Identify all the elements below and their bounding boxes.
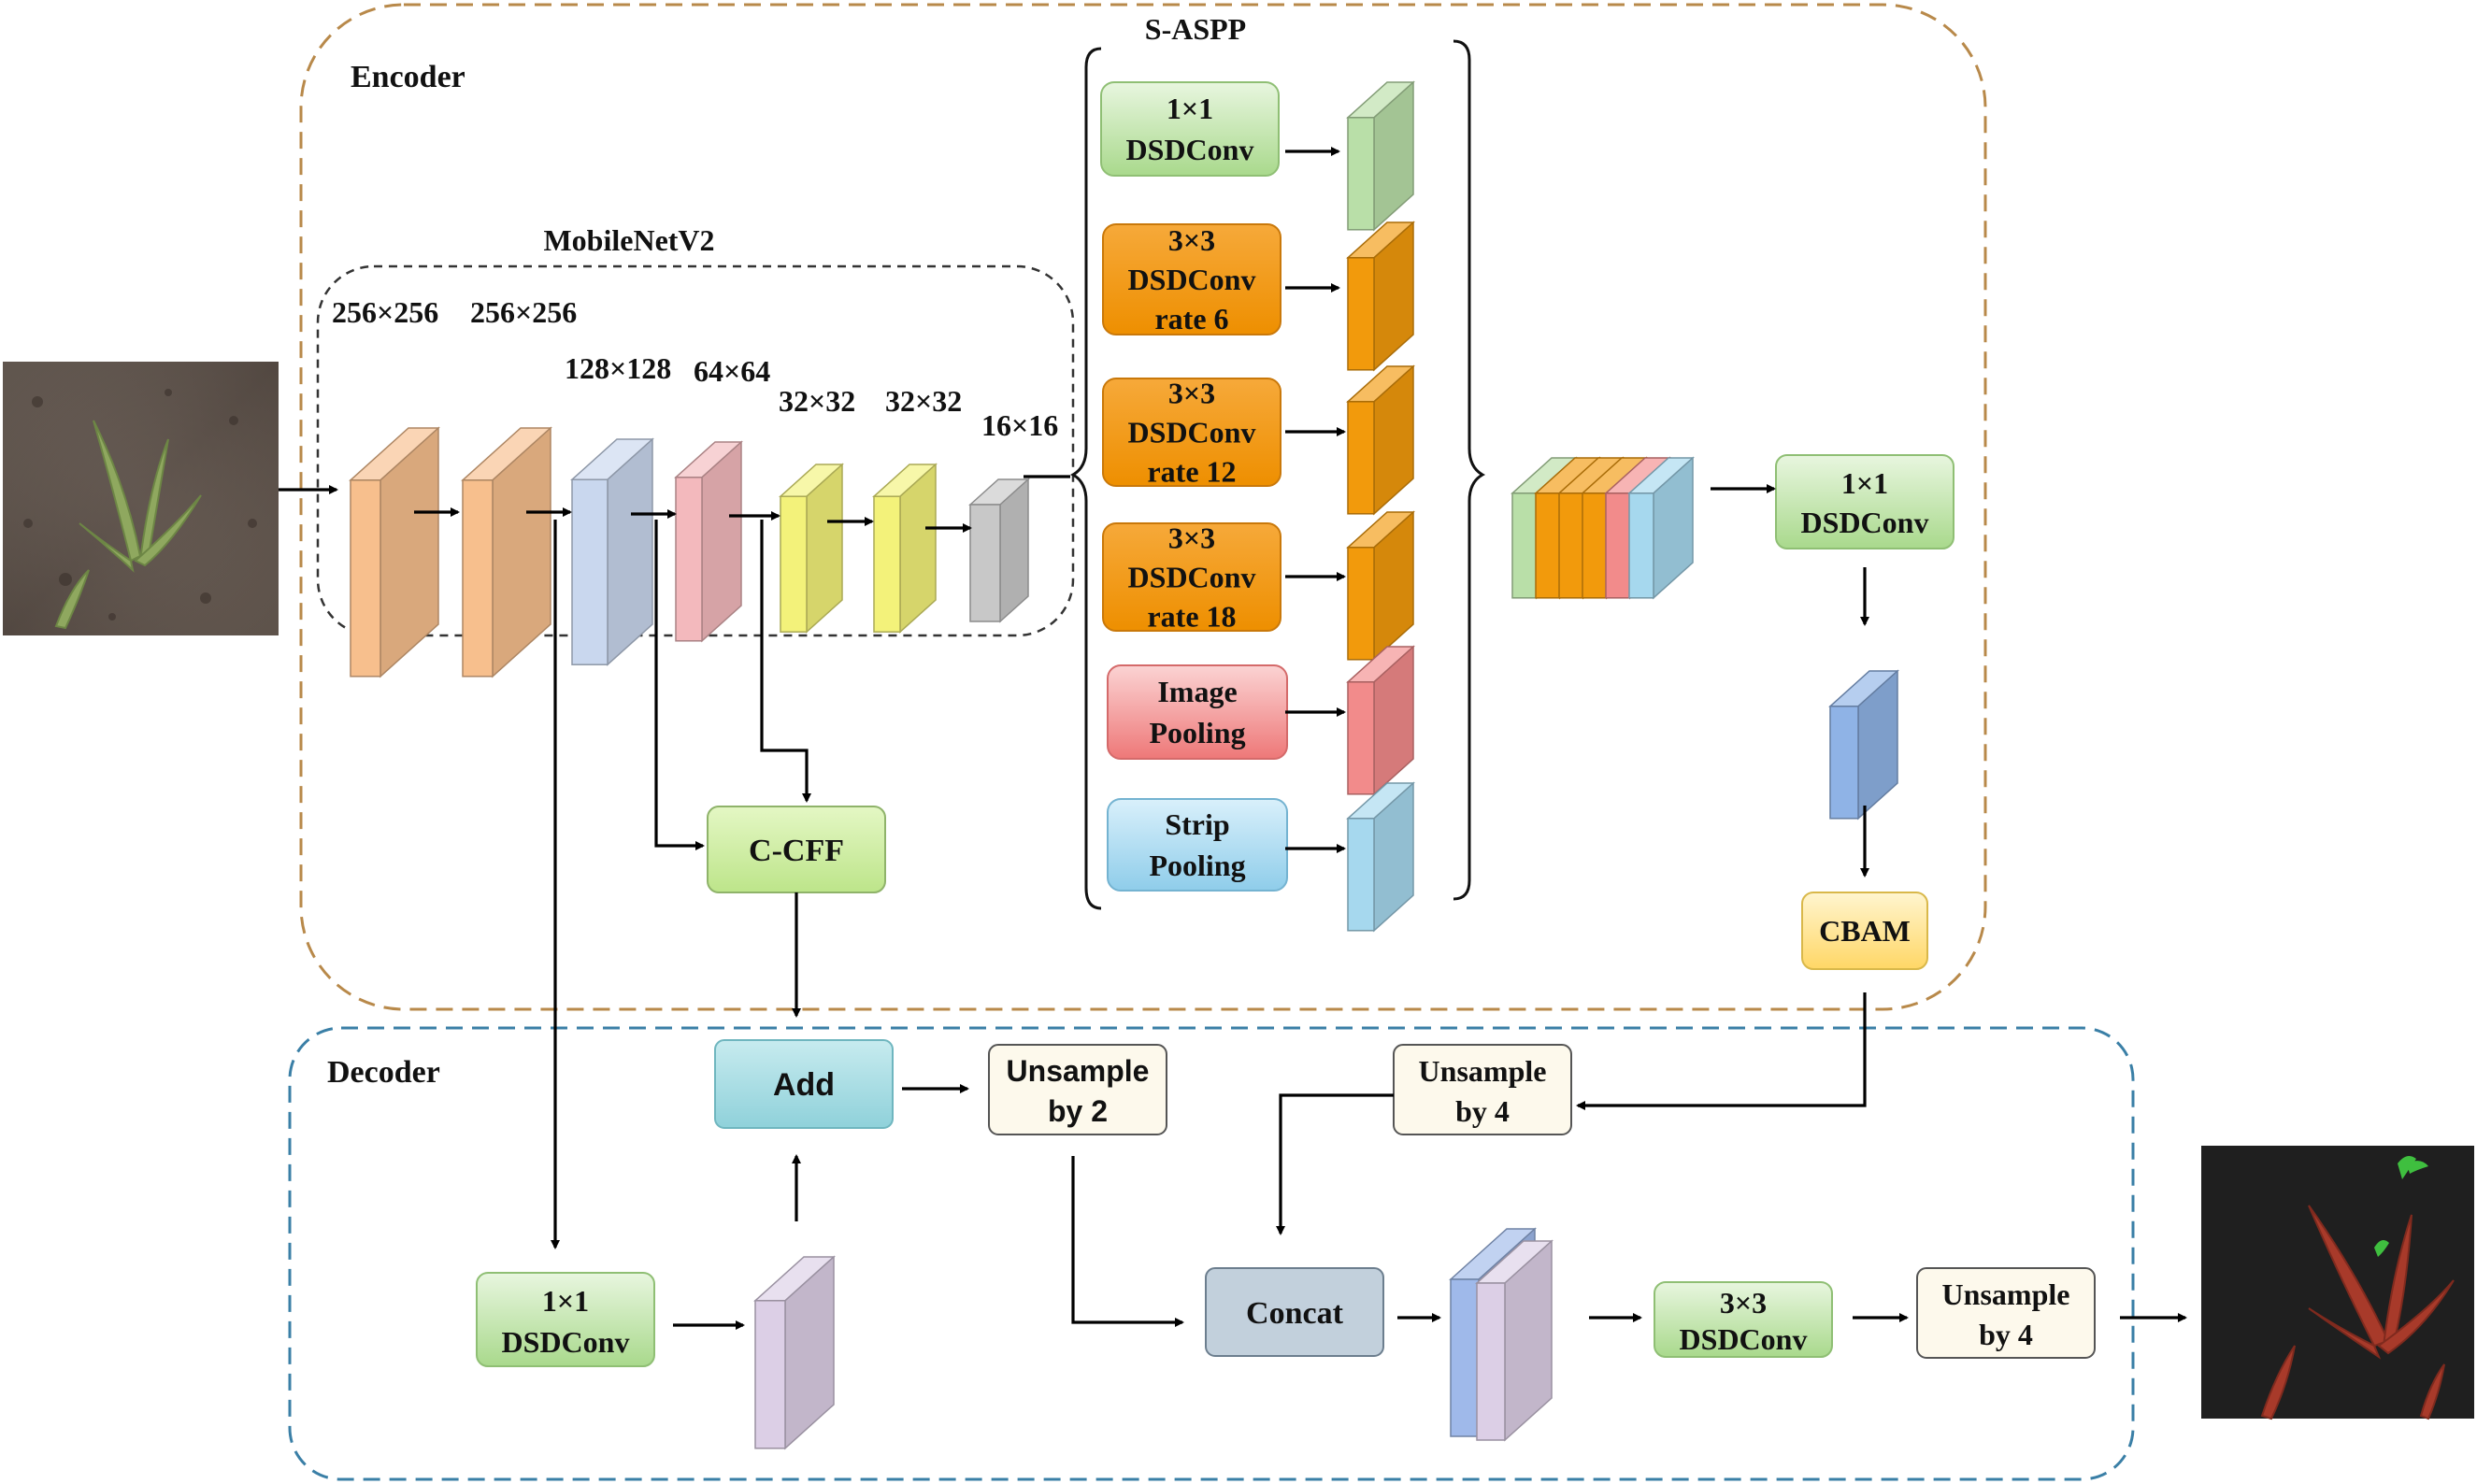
saspp-branch-1-line-1: 1×1 (1167, 92, 1213, 125)
svg-text:CBAM: CBAM (1819, 914, 1911, 948)
aspp-conv-output-feature (1828, 669, 1899, 820)
saspp-branch-output-1 (1346, 80, 1415, 232)
cbam-block: CBAM (1801, 892, 1928, 970)
arrows (279, 147, 2187, 1330)
svg-text:Unsample: Unsample (1007, 1054, 1150, 1088)
saspp-right-brace (1453, 39, 1486, 901)
input-image (3, 362, 279, 635)
svg-text:DSDConv: DSDConv (502, 1325, 630, 1359)
saspp-branch-output-6 (1346, 781, 1415, 933)
saspp-branch-3-line-1: 3×3 (1168, 377, 1215, 410)
backbone-feature-3 (570, 437, 654, 666)
backbone-feature-6 (872, 463, 938, 634)
backbone-feature-7 (968, 478, 1030, 623)
backbone-feature-2 (461, 426, 552, 678)
svg-text:1×1: 1×1 (1841, 466, 1888, 500)
svg-text:DSDConv: DSDConv (1801, 506, 1929, 539)
svg-text:Concat: Concat (1246, 1296, 1344, 1331)
svg-text:Unsample: Unsample (1942, 1277, 2070, 1311)
feature-size-label-5: 32×32 (779, 384, 855, 418)
saspp-branch-output-4 (1346, 510, 1415, 662)
backbone-feature-5 (779, 463, 844, 634)
saspp-label: S-ASPP (1145, 12, 1246, 46)
backbone-feature-4 (674, 440, 743, 643)
saspp-branch-2-line-3: rate 6 (1154, 302, 1228, 335)
ccff-block: C-CFF (707, 806, 886, 893)
backbone-feature-1 (349, 426, 440, 678)
decoder-label: Decoder (327, 1055, 440, 1090)
upsample-by-2-block: Unsample by 2 (988, 1044, 1167, 1135)
svg-text:1×1: 1×1 (542, 1284, 589, 1318)
svg-text:Add: Add (773, 1067, 835, 1103)
svg-text:by 2: by 2 (1048, 1094, 1108, 1128)
saspp-branch-6-line-2: Pooling (1149, 849, 1245, 882)
upsample-by-4-output-block: Unsample by 4 (1916, 1267, 2096, 1359)
svg-text:Unsample: Unsample (1419, 1054, 1547, 1088)
svg-text:3×3: 3×3 (1720, 1286, 1767, 1320)
encoder-region (299, 3, 1987, 1011)
feature-size-label-3: 128×128 (565, 351, 671, 385)
saspp-branch-output-5 (1346, 645, 1415, 796)
saspp-branch-output-3 (1346, 364, 1415, 516)
feature-size-label-7: 16×16 (981, 408, 1058, 442)
backbone-label: MobileNetV2 (543, 223, 714, 257)
saspp-left-brace (1069, 47, 1102, 910)
saspp-branch-4-line-2: DSDConv (1128, 561, 1256, 594)
feature-size-label-6: 32×32 (885, 384, 962, 418)
saspp-branch-2-line-1: 3×3 (1168, 223, 1215, 257)
svg-text:by 4: by 4 (1979, 1318, 2033, 1351)
decoder-1x1-conv-block: 1×1 DSDConv (476, 1272, 655, 1367)
concat-block: Concat (1205, 1267, 1384, 1357)
decoder-region (288, 1026, 2135, 1481)
feature-size-label-1: 256×256 (332, 295, 438, 329)
saspp-branch-3-line-2: DSDConv (1128, 416, 1256, 449)
encoder-label: Encoder (351, 60, 465, 94)
svg-text:DSDConv: DSDConv (1680, 1322, 1808, 1356)
add-block: Add (714, 1039, 894, 1129)
concat-slice-6 (1627, 456, 1695, 600)
saspp-branch-3-line-3: rate 12 (1147, 455, 1236, 489)
feature-size-label-2: 256×256 (470, 295, 577, 329)
saspp-branch-2-line-2: DSDConv (1128, 263, 1256, 296)
saspp-branch-5-line-1: Image (1157, 675, 1237, 708)
svg-text:by 4: by 4 (1455, 1094, 1510, 1128)
feature-size-label-4: 64×64 (694, 354, 770, 388)
saspp-branch-5-line-2: Pooling (1149, 716, 1245, 749)
svg-text:C-CFF: C-CFF (749, 834, 844, 868)
saspp-branch-6-line-1: Strip (1165, 807, 1229, 841)
decoder-low-level-feature (753, 1255, 836, 1450)
aspp-output-conv-block: 1×1 DSDConv (1775, 454, 1954, 549)
upsample-by-4-aspp-block: Unsample by 4 (1393, 1044, 1572, 1135)
saspp-branch-4-line-3: rate 18 (1147, 600, 1236, 634)
decoder-concat-purple (1475, 1239, 1553, 1442)
decoder-3x3-conv-block: 3×3 DSDConv (1654, 1281, 1833, 1358)
saspp-branch-output-2 (1346, 221, 1415, 372)
saspp-branch-1-line-2: DSDConv (1126, 133, 1254, 166)
saspp-branch-4-line-1: 3×3 (1168, 521, 1215, 555)
output-image (2201, 1146, 2474, 1420)
